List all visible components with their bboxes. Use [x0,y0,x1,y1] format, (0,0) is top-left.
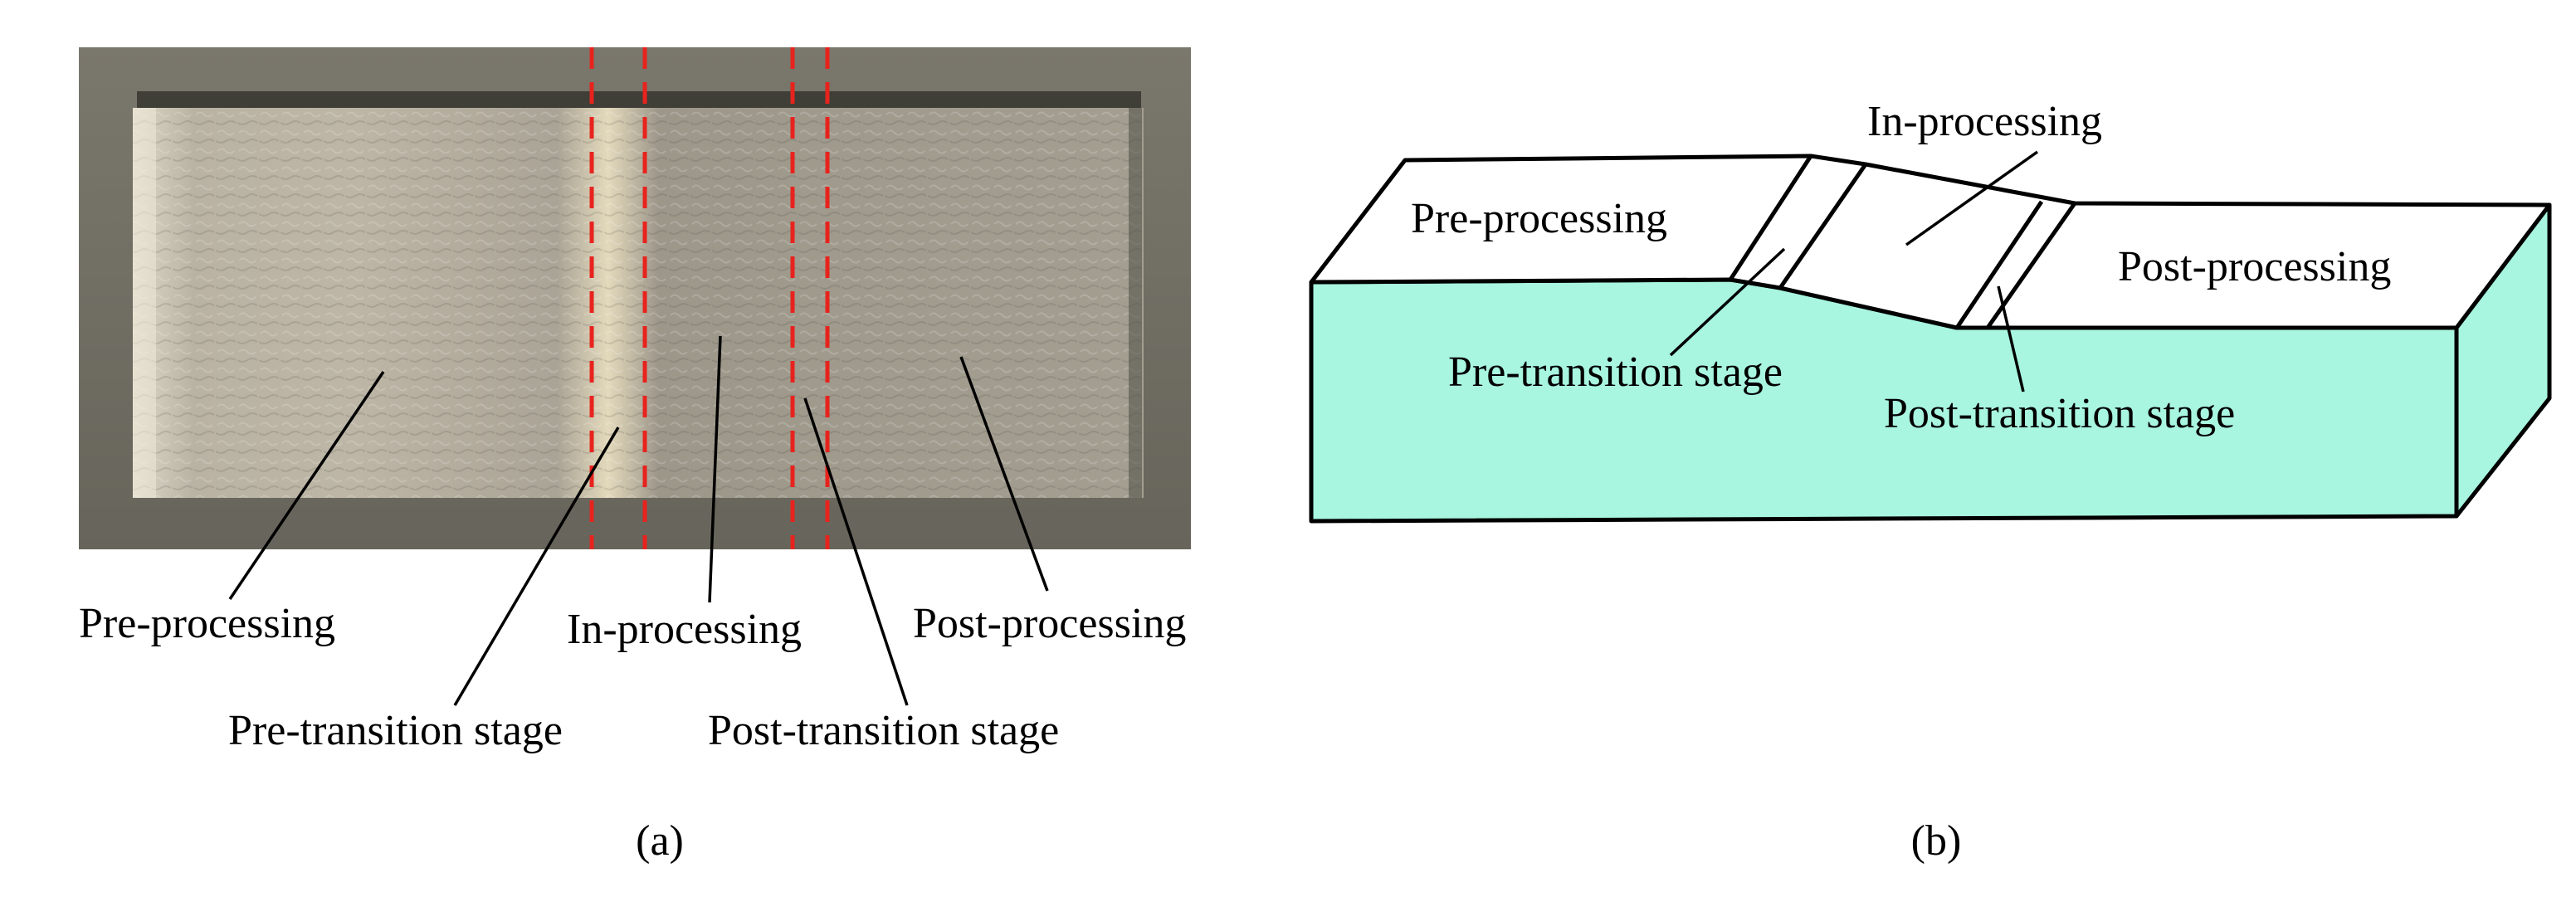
label-pre-processing: Pre-processing [79,600,335,647]
zone-boundaries [1728,154,2077,329]
caption-a: (a) [636,817,684,865]
leader-b-in-processing [1905,150,2039,246]
leader-pre-processing [228,371,385,600]
plate-photo [79,47,1191,549]
fixture-groove [137,91,1141,110]
leader-post-transition [803,397,909,706]
panel-b [1309,154,2552,524]
labels-b: Pre-processing In-processing Post-proces… [1411,98,2391,437]
leader-b-post-transition [1997,285,2025,392]
leader-post-processing [959,356,1049,592]
labels-a: Pre-processing Pre-transition stage In-p… [79,600,1186,754]
label-post-processing: Post-processing [913,600,1186,647]
leader-in-processing [708,335,722,603]
leader-lines-b [1669,150,2039,392]
label-b-post-transition: Post-transition stage [1884,390,2235,437]
plate-right-edge [1129,108,1142,498]
label-in-processing: In-processing [567,606,802,653]
zone-line-2 [1778,163,1868,290]
caption-b: (b) [1911,817,1962,865]
panel-a: Pre-processing Pre-transition stage In-p… [79,47,1191,865]
plate-edge-highlight [133,108,156,498]
label-b-post-processing: Post-processing [2118,243,2391,290]
leader-lines-a [228,335,1049,706]
leader-pre-transition [453,427,620,706]
zone-line-3 [1954,200,2044,329]
zone-line-1 [1728,154,1813,281]
label-pre-transition: Pre-transition stage [228,707,563,754]
label-b-in-processing: In-processing [1867,98,2102,145]
label-b-pre-transition: Pre-transition stage [1448,349,1783,396]
block-top-face [1309,154,2552,330]
metal-texture [133,108,1144,498]
label-b-pre-processing: Pre-processing [1411,195,1667,242]
label-post-transition: Post-transition stage [708,707,1059,754]
leader-b-pre-transition [1669,247,1786,357]
